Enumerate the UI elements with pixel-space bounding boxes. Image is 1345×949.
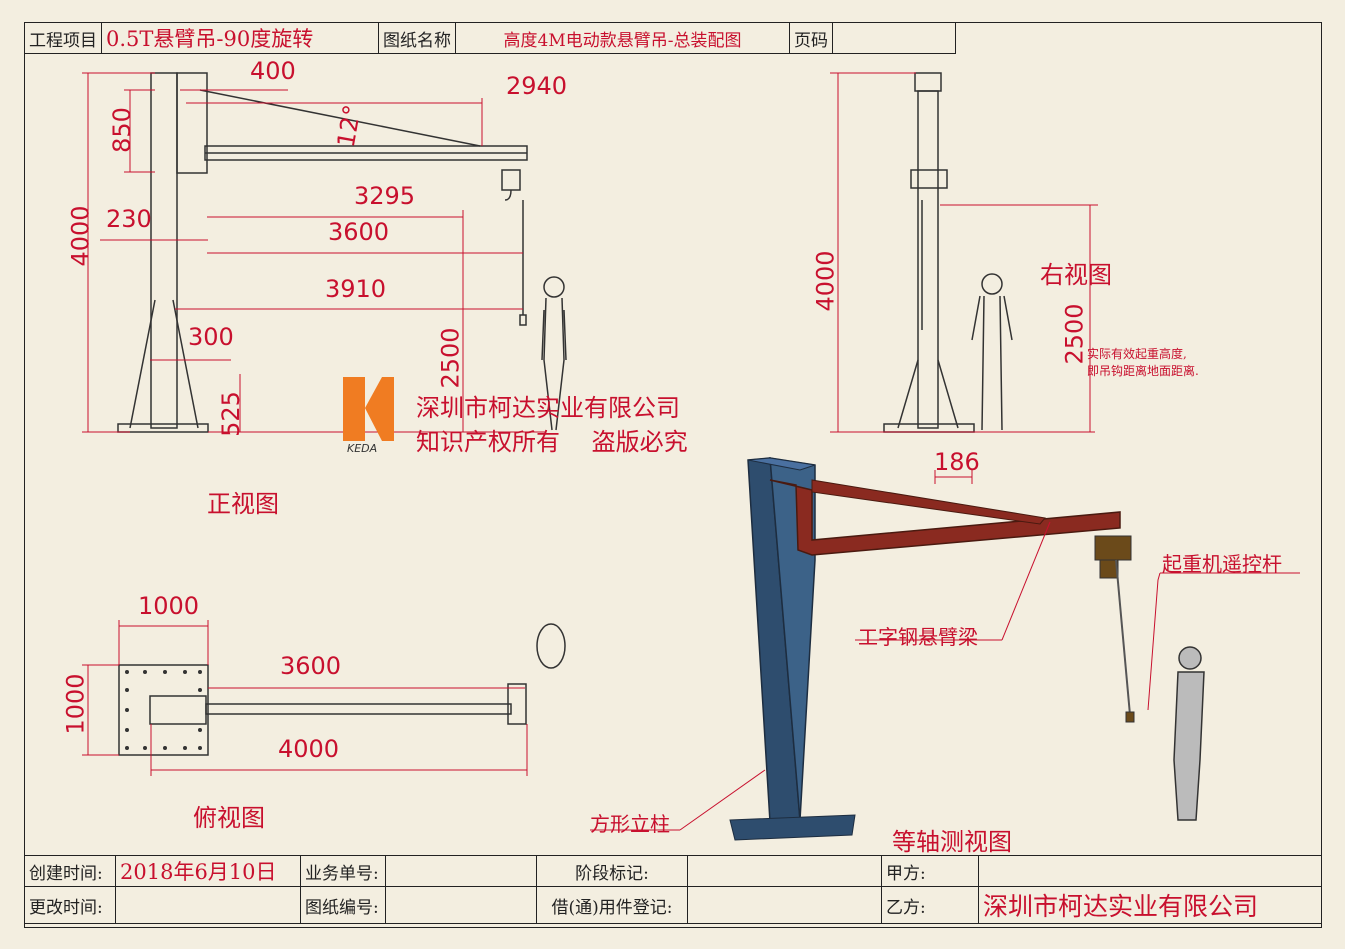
front-view-drawing [117, 72, 567, 433]
watermark-line2: 知识产权所有 盗版必究 [416, 428, 688, 456]
dim-3600: 3600 [328, 218, 390, 246]
dim-400: 400 [250, 57, 296, 85]
effective-height-line2: 即吊钩距离地面距离. [1087, 364, 1199, 378]
party-a-label: 甲方: [881, 855, 979, 887]
front-view-title: 正视图 [207, 490, 279, 518]
business-no-value [385, 855, 537, 887]
dim-1000-top-width: 1000 [138, 592, 200, 620]
right-view-drawing [883, 72, 1013, 433]
modified-value [115, 886, 301, 924]
top-view-drawing [118, 623, 566, 756]
dim-4000-top: 4000 [278, 735, 340, 763]
dim-4000-right: 4000 [811, 250, 840, 312]
business-no-label: 业务单号: [300, 855, 386, 887]
dim-186: 186 [934, 448, 980, 476]
effective-height-line1: 实际有效起重高度, [1087, 347, 1187, 361]
dim-230: 230 [106, 205, 152, 233]
right-dimension-lines [830, 72, 1098, 433]
drawing-name-value: 高度4M电动款悬臂吊-总装配图 [455, 22, 790, 54]
title-block: 工程项目 0.5T悬臂吊-90度旋转 图纸名称 高度4M电动款悬臂吊-总装配图 … [24, 22, 956, 54]
front-dimension-lines [82, 72, 545, 433]
party-b-label: 乙方: [881, 886, 979, 924]
dim-525: 525 [216, 391, 245, 437]
remote-label: 起重机遥控杆 [1162, 552, 1282, 576]
project-label: 工程项目 [24, 22, 102, 54]
dim-2940: 2940 [506, 72, 568, 100]
drawing-no-label: 图纸编号: [300, 886, 386, 924]
stage-label: 阶段标记: [536, 855, 688, 887]
dim-3295: 3295 [354, 182, 416, 210]
dim-300: 300 [188, 323, 234, 351]
stage-value [687, 855, 882, 887]
borrow-value [687, 886, 882, 924]
party-b-value: 深圳市柯达实业有限公司 [978, 886, 1322, 924]
column-label: 方形立柱 [590, 812, 670, 836]
beam-label: 工字钢悬臂梁 [858, 625, 978, 649]
bottom-block: 创建时间: 2018年6月10日 业务单号: 阶段标记: 甲方: 更改时间: 图… [24, 855, 1322, 924]
dim-2500-right: 2500 [1060, 303, 1089, 365]
top-dimension-lines [82, 620, 528, 776]
drawing-name-label: 图纸名称 [378, 22, 456, 54]
top-view-title: 俯视图 [193, 804, 265, 832]
drawing-no-value [385, 886, 537, 924]
iso-leader-lines [590, 470, 1300, 831]
dim-4000-front: 4000 [66, 205, 95, 267]
page-value [832, 22, 956, 54]
keda-logo-mark [343, 377, 394, 441]
dim-3910: 3910 [325, 275, 387, 303]
page-label: 页码 [789, 22, 833, 54]
effective-height-note: 实际有效起重高度, 即吊钩距离地面距离. [1087, 346, 1199, 380]
dim-1000-top-height: 1000 [61, 673, 90, 735]
modified-label: 更改时间: [24, 886, 116, 924]
logo-text: KEDA [347, 442, 378, 455]
right-view-title: 右视图 [1040, 261, 1112, 289]
dim-3600-top: 3600 [280, 652, 342, 680]
project-value: 0.5T悬臂吊-90度旋转 [101, 22, 379, 54]
iso-view-title: 等轴测视图 [892, 828, 1012, 856]
iso-view-drawing [729, 457, 1205, 841]
created-value: 2018年6月10日 [115, 855, 301, 887]
borrow-label: 借(通)用件登记: [536, 886, 688, 924]
watermark-line1: 深圳市柯达实业有限公司 [416, 394, 680, 422]
dim-2500-front: 2500 [436, 327, 465, 389]
dim-850: 850 [107, 107, 136, 153]
